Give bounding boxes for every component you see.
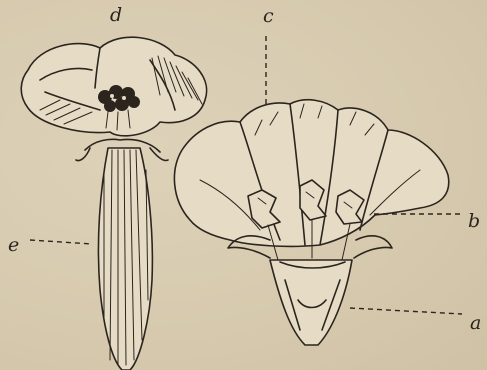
label-b: b [468,212,480,231]
label-e: e [8,236,19,255]
flower-section [174,100,448,345]
leader-line-a [350,308,462,314]
label-d: d [110,6,122,25]
label-c: c [263,7,274,26]
label-a: a [470,314,481,333]
leader-line-e [30,240,92,244]
